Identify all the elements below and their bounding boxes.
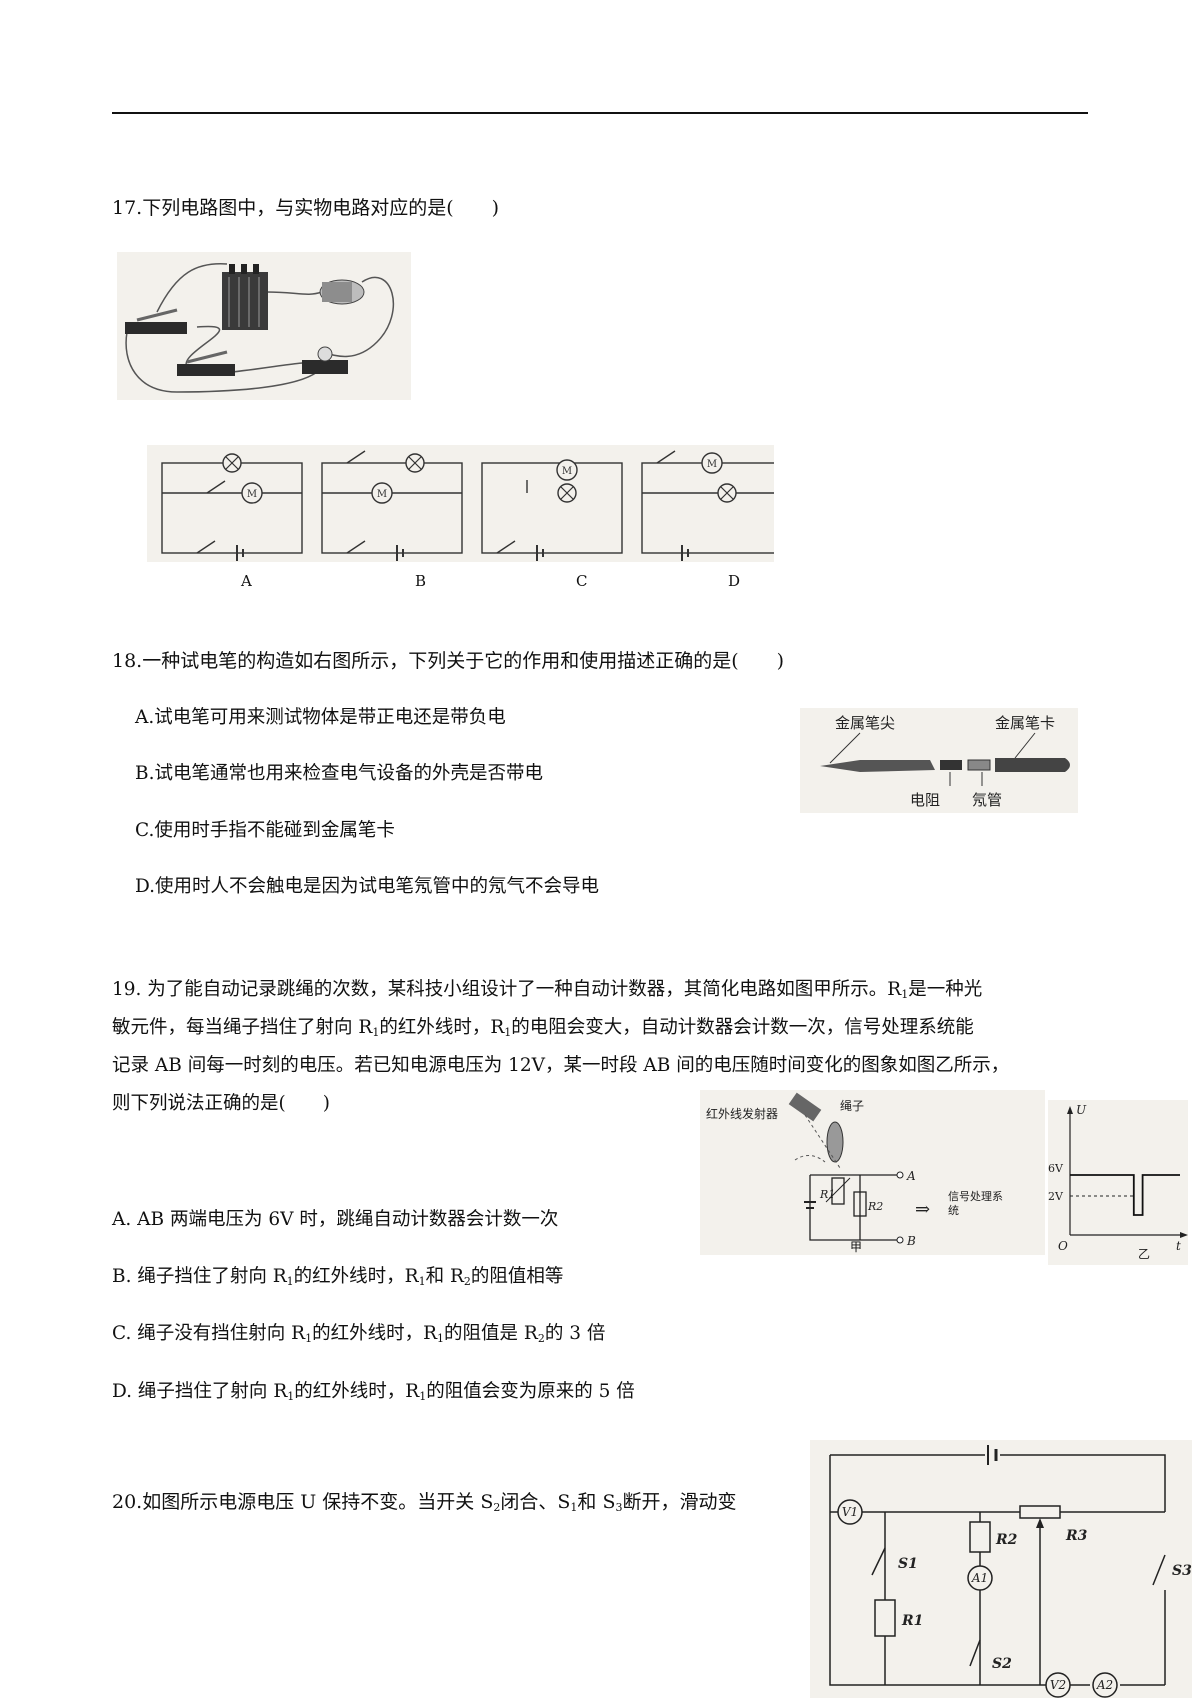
q19-node-a: A [906, 1169, 916, 1183]
q20-voltmeter-v1 [837, 1499, 863, 1525]
q20-switch-s1 [871, 1547, 886, 1576]
q20-label-s3: S3 [1172, 1563, 1192, 1579]
q19-arrow-icon: ⇒ [915, 1199, 930, 1220]
q19-axis-u: U [1076, 1103, 1087, 1117]
q19-stem-line2: 敏元件，每当绳子挡住了射向 R1的红外线时，R1的电阻会变大，自动计数器会计数一… [112, 1017, 974, 1039]
q20-label-r3: R3 [1065, 1528, 1088, 1544]
q20-label-s1: S1 [898, 1556, 918, 1572]
q17-motor-symbol-d: M [707, 459, 717, 470]
q20-stem: 20.如图所示电源电压 U 保持不变。当开关 S2闭合、S1和 S3断开，滑动变 [112, 1491, 737, 1514]
header-rule [112, 112, 1088, 114]
q19-stem-line4: 则下列说法正确的是( ) [112, 1093, 330, 1114]
q20-voltmeter-v2 [1045, 1672, 1071, 1698]
q17-motor-symbol-a: M [247, 489, 257, 500]
q19-option-b: B. 绳子挡住了射向 R1的红外线时，R1和 R2的阻值相等 [112, 1266, 564, 1288]
q18-option-d: D.使用时人不会触电是因为试电笔氖管中的氖气不会导电 [135, 876, 600, 897]
q18-option-c: C.使用时手指不能碰到金属笔卡 [135, 820, 395, 841]
q19-stem-line1: 19. 为了能自动记录跳绳的次数，某科技小组设计了一种自动计数器，其简化电路如图… [112, 979, 983, 1001]
q19-system-label: 信号处理系统 [948, 1190, 1003, 1217]
q19-r2-label: R2 [867, 1200, 883, 1213]
q19-rope-label: 绳子 [840, 1099, 864, 1113]
q18-label-neon-tube: 氖管 [972, 791, 1002, 809]
q19-tick-2v: 2V [1048, 1190, 1064, 1203]
q18-label-metal-tip: 金属笔尖 [835, 714, 895, 732]
q19-axis-t: t [1176, 1239, 1181, 1253]
q20-switch-s2 [969, 1639, 981, 1667]
q19-tick-6v: 6V [1048, 1162, 1064, 1175]
q17-motor-symbol-b: M [377, 489, 387, 500]
q18-test-pen-figure: 金属笔尖 金属笔卡 电阻 氖管 [800, 708, 1078, 813]
q17-choice-b-label: B [415, 572, 427, 590]
q19-figure-yi-chart: U t O 6V 2V 乙 [1048, 1100, 1188, 1265]
q20-label-r2: R2 [995, 1532, 1018, 1548]
q20-label-a2: A2 [1096, 1678, 1113, 1692]
q20-label-s2: S2 [992, 1656, 1012, 1672]
q20-label-a1: A1 [971, 1571, 988, 1585]
q19-r1-label: R1 [819, 1188, 835, 1201]
q17-choice-a-label: A [241, 572, 252, 590]
q17-circuit-options-figure: M M M M [147, 445, 783, 562]
q17-motor-symbol-c: M [562, 466, 572, 477]
q19-voltage-series [1070, 1174, 1180, 1216]
q18-stem: 18.一种试电笔的构造如右图所示，下列关于它的作用和使用描述正确的是( ) [112, 650, 785, 672]
q19-emitter-label: 红外线发射器 [706, 1106, 778, 1121]
q19-caption-jia: 甲 [850, 1240, 863, 1254]
q17-stem: 17.下列电路图中，与实物电路对应的是( ) [112, 197, 500, 219]
q17-choice-d-label: D [728, 572, 741, 590]
q19-option-d: D. 绳子挡住了射向 R1的红外线时，R1的阻值会变为原来的 5 倍 [112, 1381, 635, 1403]
q17-choice-c-label: C [576, 572, 588, 590]
q19-stem-line3: 记录 AB 间每一时刻的电压。若已知电源电压为 12V，某一时段 AB 间的电压… [112, 1055, 1010, 1076]
q20-label-r1: R1 [901, 1613, 923, 1629]
q20-ammeter-a1 [967, 1565, 993, 1591]
q19-option-a: A. AB 两端电压为 6V 时，跳绳自动计数器会计数一次 [112, 1209, 559, 1230]
q19-node-b: B [906, 1234, 916, 1248]
q18-option-a: A.试电笔可用来测试物体是带正电还是带负电 [135, 707, 506, 728]
q19-axis-origin: O [1058, 1239, 1068, 1253]
q17-physical-circuit-photo [117, 252, 411, 400]
q20-ammeter-a2 [1092, 1672, 1118, 1698]
q19-caption-yi: 乙 [1138, 1247, 1150, 1261]
q20-label-v2: V2 [1050, 1678, 1066, 1692]
q20-label-v1: V1 [842, 1505, 858, 1519]
q18-option-b: B.试电笔通常也用来检查电气设备的外壳是否带电 [135, 763, 543, 784]
q20-circuit-figure: V1 A1 V2 A2 S1 R1 R2 S2 R3 S3 [810, 1440, 1192, 1698]
q18-label-metal-clip: 金属笔卡 [995, 714, 1055, 732]
q19-option-c: C. 绳子没有挡住射向 R1的红外线时，R1的阻值是 R2的 3 倍 [112, 1323, 606, 1345]
q20-switch-s3 [1152, 1554, 1166, 1586]
q19-stem: 19. 为了能自动记录跳绳的次数，某科技小组设计了一种自动计数器，其简化电路如图… [112, 971, 1087, 1123]
q18-label-resistor: 电阻 [910, 791, 940, 809]
q19-u-t-chart: U t O 6V 2V 乙 [1048, 1103, 1188, 1261]
q19-figure-jia: 红外线发射器 绳子 R1 R2 A B ⇒ 信号处理系统 甲 [700, 1090, 1045, 1255]
